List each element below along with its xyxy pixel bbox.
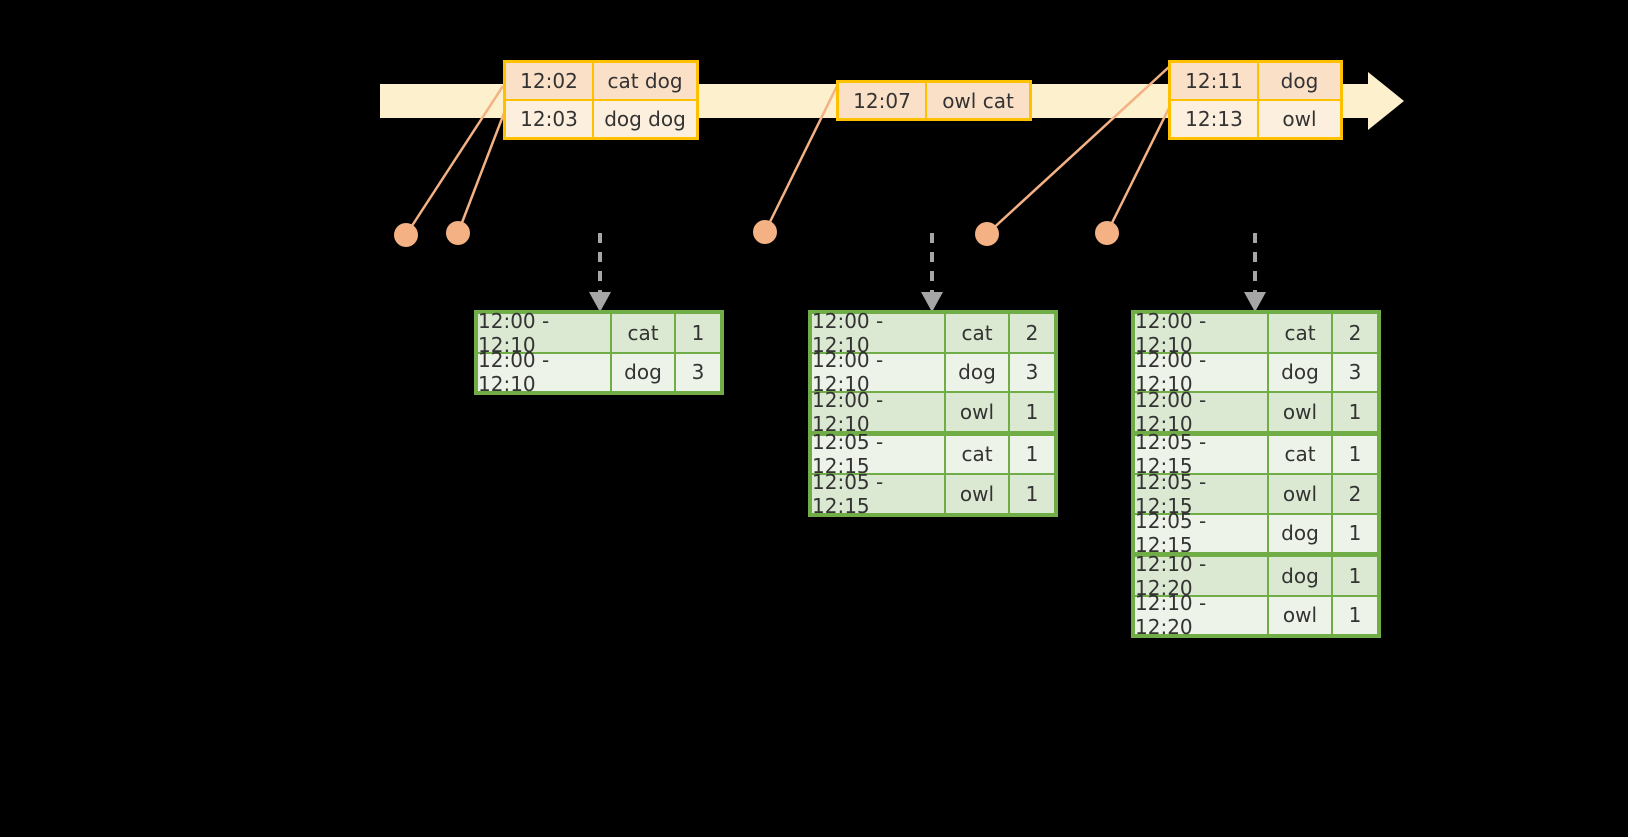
cell-window: 12:05 - 12:15: [812, 430, 946, 478]
marker-2-dot[interactable]: [446, 221, 470, 245]
cell-word: dog: [1269, 514, 1333, 552]
marker-dots: [394, 220, 1119, 247]
event-time: 12:02: [506, 63, 594, 99]
cell-window: 12:05 - 12:15: [1135, 470, 1269, 518]
cell-count: 1: [1333, 557, 1377, 595]
timeline-arrowhead: [1368, 72, 1404, 130]
event-words: dog dog: [604, 107, 686, 131]
cell-count: 2: [1333, 475, 1377, 513]
cell-word: owl: [1269, 596, 1333, 634]
cell-window: 12:00 - 12:10: [478, 348, 612, 396]
cell-window: 12:00 - 12:10: [812, 388, 946, 436]
event-words: owl: [1282, 107, 1317, 131]
cell-word: cat: [1269, 314, 1333, 352]
cell-word: cat: [946, 435, 1010, 473]
event-words: dog: [1259, 63, 1340, 99]
cell-window: 12:05 - 12:15: [1135, 430, 1269, 478]
timeline-event-row: 12:13 owl: [1171, 99, 1340, 137]
cell-count: 2: [1333, 314, 1377, 352]
event-time: 12:11: [1171, 63, 1259, 99]
cell-word: owl: [946, 475, 1010, 513]
cell-window: 12:00 - 12:10: [812, 309, 946, 357]
cell-window: 12:00 - 12:10: [1135, 348, 1269, 396]
timeline-event-row: 12:03 dog dog: [506, 99, 696, 137]
connector-line: [456, 107, 508, 234]
event-time: 12:13: [1171, 101, 1259, 137]
marker-3-dot[interactable]: [753, 220, 777, 244]
cell-word: dog: [612, 353, 676, 391]
event-time: 12:03: [506, 101, 594, 137]
cell-word: dog: [946, 353, 1010, 391]
cell-window: 12:00 - 12:10: [812, 348, 946, 396]
cell-word: owl: [1269, 475, 1333, 513]
cell-count: 1: [1333, 514, 1377, 552]
event-words: cat dog: [594, 63, 696, 99]
cell-window: 12:00 - 12:10: [478, 309, 612, 357]
connector-line: [1105, 105, 1172, 234]
cell-window: 12:05 - 12:15: [1135, 509, 1269, 557]
cell-window: 12:00 - 12:10: [1135, 388, 1269, 436]
cell-count: 1: [1333, 596, 1377, 634]
cell-word: cat: [612, 314, 676, 352]
cell-count: 1: [1010, 393, 1054, 431]
cell-count: 3: [676, 353, 720, 391]
marker-1-dot[interactable]: [394, 223, 418, 247]
marker-4-dot[interactable]: [975, 222, 999, 246]
cell-word: cat: [1269, 435, 1333, 473]
cell-count: 1: [1010, 475, 1054, 513]
cell-count: 2: [1010, 314, 1054, 352]
cell-count: 1: [1333, 435, 1377, 473]
cell-count: 1: [1010, 435, 1054, 473]
event-words: owl cat: [927, 83, 1029, 118]
cell-window: 12:05 - 12:15: [812, 470, 946, 518]
cell-word: owl: [1269, 393, 1333, 431]
cell-word: dog: [1269, 353, 1333, 391]
cell-count: 1: [676, 314, 720, 352]
cell-count: 3: [1333, 353, 1377, 391]
cell-word: dog: [1269, 557, 1333, 595]
cell-window: 12:10 - 12:20: [1135, 591, 1269, 639]
cell-window: 12:10 - 12:20: [1135, 552, 1269, 600]
cell-count: 1: [1333, 393, 1377, 431]
cell-count: 3: [1010, 353, 1054, 391]
cell-word: owl: [946, 393, 1010, 431]
cell-window: 12:00 - 12:10: [1135, 309, 1269, 357]
down-arrows: [589, 233, 1266, 312]
cell-word: cat: [946, 314, 1010, 352]
event-time: 12:07: [839, 83, 927, 118]
marker-5-dot[interactable]: [1095, 221, 1119, 245]
